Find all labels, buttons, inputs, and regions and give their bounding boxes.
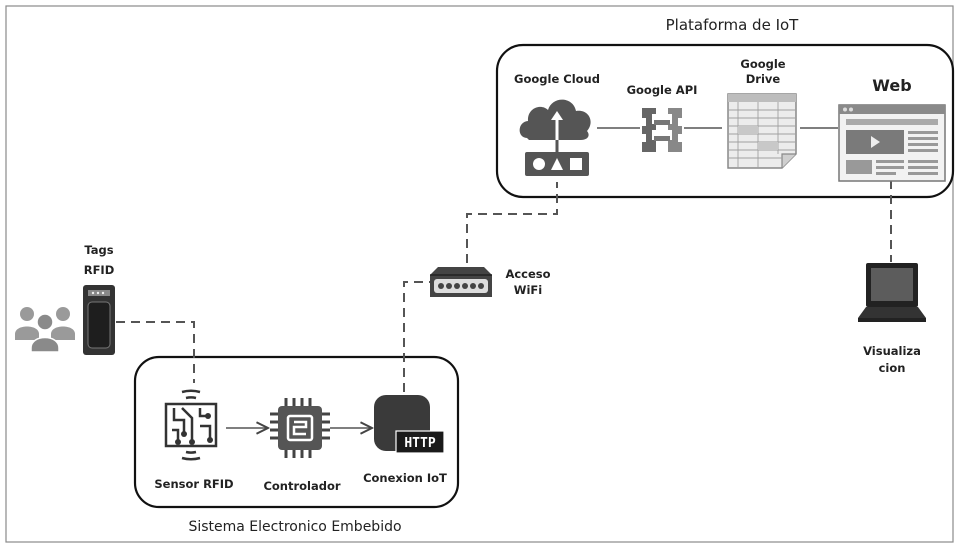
embedded-title: Sistema Electronico Embebido [188,519,402,535]
controller-label: Controlador [263,479,341,493]
iot-connection-label: Conexion IoT [363,471,447,485]
google-api-icon [638,104,686,156]
microcontroller-icon [268,396,332,460]
sensor-rfid-label: Sensor RFID [154,477,234,491]
computer-icon [856,262,928,324]
platform-container [495,43,955,199]
users-group-icon [14,302,76,352]
dash-wifi-cloud [466,182,558,263]
http-badge-text: HTTP [404,436,435,451]
spreadsheet-icon [722,90,802,170]
dash-iot-wifi [403,281,430,392]
google-drive-label-line2: Drive [745,72,781,86]
platform-title: Plataforma de IoT [665,16,799,34]
viewer-label-line1: Visualiza [863,344,921,358]
rfid-sensor-icon [152,386,230,464]
iot-connection-icon: HTTP [372,393,446,455]
wifi-label-line1: Acceso [505,267,551,281]
tags-label-line2: RFID [83,263,115,277]
wifi-router-icon [428,263,494,299]
web-label: Web [872,76,912,95]
embedded-container [133,355,460,509]
outer-border [5,5,954,543]
google-cloud-label: Google Cloud [514,72,600,86]
dash-tags-sensor [116,321,195,383]
google-cloud-icon [515,86,599,178]
google-api-label: Google API [626,83,698,97]
tags-label-line1: Tags [84,243,114,257]
rfid-card-icon [82,284,116,356]
wifi-label-line2: WiFi [513,283,543,297]
google-drive-label-line1: Google [740,57,786,71]
web-browser-icon [838,104,946,182]
viewer-label-line2: cion [878,361,906,375]
